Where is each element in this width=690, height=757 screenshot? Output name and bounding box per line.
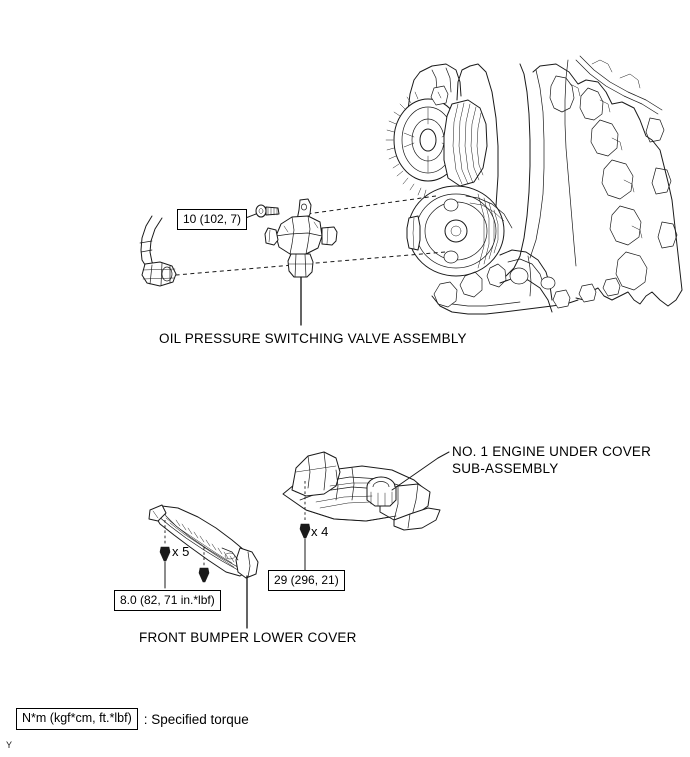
engine-block-illustration [385,55,683,315]
leader-under-cover-label [391,457,439,491]
torque-box-bumper-cover-clips: 8.0 (82, 71 in.*lbf) [114,590,221,611]
legend-unit-box: N*m (kgf*cm, ft.*lbf) [16,708,138,730]
legend-description: : Specified torque [143,711,249,727]
under-cover-bolt-art [299,481,311,565]
torque-box-under-cover-bolts: 29 (296, 21) [268,570,345,591]
count-label-engine-under-cover: x 4 [311,524,329,539]
corner-mark: Y [6,740,13,750]
label-front-bumper-lower-cover: FRONT BUMPER LOWER COVER [139,630,357,645]
ribbed-drive-pulley-upper [443,99,488,187]
valve-mounting-bolt-art [255,204,280,218]
oil-pressure-switching-valve-art [264,198,338,278]
label-engine-under-cover-line2: SUB-ASSEMBLY [452,461,559,476]
front-bumper-lower-cover-art [148,504,259,579]
label-oil-pressure-switching-valve-assembly: OIL PRESSURE SWITCHING VALVE ASSEMBLY [159,331,467,346]
legend-specified-torque: N*m (kgf*cm, ft.*lbf) : Specified torque [16,708,249,730]
bumper-cover-clip-art-2 [198,547,210,583]
label-engine-under-cover-line1: NO. 1 ENGINE UNDER COVER [452,444,652,459]
oil-hose-pipe-art [139,215,177,287]
count-label-bumper-lower-cover: x 5 [172,544,190,559]
engine-under-cover-art [282,451,441,531]
bumper-cover-clip-art-1 [159,520,171,589]
torque-box-valve-bolt: 10 (102, 7) [177,209,248,230]
crankshaft-pulley [407,185,505,277]
